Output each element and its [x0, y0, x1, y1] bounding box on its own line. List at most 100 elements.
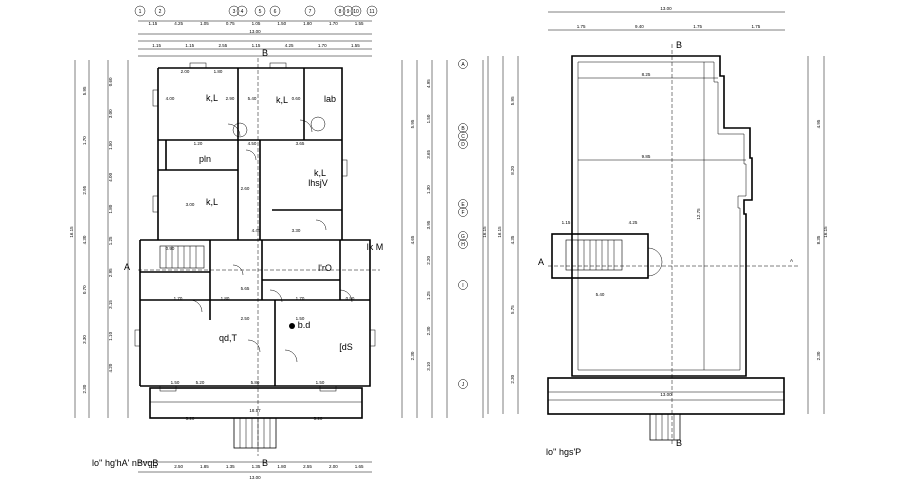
grid-label-top-6: 7	[309, 9, 312, 15]
room-dim-19: 1.50	[171, 380, 180, 385]
room-bedroom-1: k,L	[206, 93, 218, 103]
grid-bubble-right-3	[458, 139, 468, 149]
room-bedroom-4-sub: lhsjV	[308, 178, 328, 188]
room-dim-21: 1.80	[221, 296, 230, 301]
grid-label-top-4: 5	[259, 9, 262, 15]
dim-terrace-right-1: 8.35	[816, 235, 821, 244]
grid-bubble-top-8	[342, 5, 354, 17]
grid-label-top-8: 9	[347, 9, 350, 15]
grid-label-top-1: 2	[159, 9, 162, 15]
dim-left-outer-3: 4.30	[82, 235, 87, 244]
dim-top3-3: 1.15	[252, 43, 261, 48]
grid-bubble-right-8	[458, 280, 468, 290]
dim-top1-6: 1.80	[303, 21, 312, 26]
room-dim-3: 2.90	[226, 96, 235, 101]
room-lobby: l'rO	[318, 263, 332, 273]
dim-left-outer-4: 0.70	[82, 285, 87, 294]
room-drawing: [dS	[339, 342, 353, 352]
grid-label-right-2: C	[461, 134, 465, 140]
dim-left-inner-1: 3.00	[108, 109, 113, 118]
dim-right-inner: 4.951.503.651.303.952.201.252.303.10	[426, 79, 431, 371]
dim-bottom-2: 1.85	[200, 464, 209, 469]
grid-bubble-top-5	[269, 5, 281, 17]
dim-right-inner-2: 3.65	[426, 149, 431, 158]
room-dim-22: 1.70	[174, 296, 183, 301]
dim-right-outer: 5.954.652.30	[410, 119, 415, 360]
room-dim-10: 3.00	[186, 202, 195, 207]
room-dim-4: 5.40	[248, 96, 257, 101]
grid-bubble-right-4	[458, 199, 468, 209]
dim-right-inner-3: 1.30	[426, 185, 431, 194]
grid-bubble-right-5	[458, 207, 468, 217]
dim-terrace-right-2: 2.30	[816, 351, 821, 360]
dim-left-inner-6: 2.95	[108, 268, 113, 277]
dim-left-outer-1: 1.70	[82, 136, 87, 145]
grid-label-right-1: B	[461, 126, 465, 132]
section-a-terrace: A	[538, 257, 544, 267]
room-dim-7: 4.50	[248, 141, 257, 146]
ground-floor-walls	[138, 58, 380, 456]
right-plan-title: lo'' hgs'P	[546, 447, 581, 457]
dim-top3-0: 1.15	[152, 43, 161, 48]
dim-bottom-total: 13.00	[249, 475, 261, 480]
room-bedroom-2: k,L	[276, 95, 288, 105]
dim-right-inner-0: 4.95	[426, 79, 431, 88]
terrace-dim-5: 5.40	[596, 292, 605, 297]
dim-terrace-left-4: 2.30	[510, 374, 515, 383]
grid-bubble-top-2	[228, 5, 240, 17]
room-dim-18: 5.20	[196, 380, 205, 385]
dim-terrace-top-2: 1.75	[693, 24, 702, 29]
left-side-dimensions: 16.15 5.951.702.954.300.703.302.30 0.603…	[69, 60, 129, 418]
room-dim-20: 1.50	[316, 380, 325, 385]
terrace-dim-1: 9.85	[642, 154, 651, 159]
dim-terrace-right: 4.958.352.30	[816, 119, 821, 360]
grid-bubble-top-10	[366, 5, 378, 17]
section-a-terrace-right: A	[790, 258, 793, 263]
grid-bubble-right-9	[458, 379, 468, 389]
grid-label-right-7: H	[461, 242, 465, 248]
grid-bubble-top-3	[236, 5, 248, 17]
dim-top3-4: 4.25	[285, 43, 294, 48]
dim-top1-1: 4.25	[174, 21, 183, 26]
dim-right-total: 16.15	[482, 226, 487, 238]
dim-top1-8: 1.55	[355, 21, 364, 26]
room-dim-17: 5.80	[251, 380, 260, 385]
grid-bubble-top-9	[350, 5, 362, 17]
dim-left-total: 16.15	[69, 226, 74, 238]
dim-left-inner-7: 3.15	[108, 300, 113, 309]
dim-top1-4: 1.05	[252, 21, 261, 26]
dim-top1-7: 1.70	[329, 21, 338, 26]
dim-terrace-top-1: 9.40	[635, 24, 644, 29]
dim-top3-5: 1.70	[318, 43, 327, 48]
dim-terrace-left-0: 5.95	[510, 96, 515, 105]
dim-right-outer-2: 2.30	[410, 351, 415, 360]
grid-label-top-0: 1	[139, 9, 142, 15]
room-bedroom-3: k,L	[206, 197, 218, 207]
grid-bubble-right-1	[458, 123, 468, 133]
room-dim-6: 1.20	[194, 141, 203, 146]
grid-bubble-top-6	[304, 5, 316, 17]
section-b-terrace-bottom: B	[676, 438, 682, 448]
dim-right-inner-8: 3.10	[426, 361, 431, 370]
dim-bottom-1: 2.50	[174, 464, 183, 469]
terrace-walls	[547, 44, 798, 446]
grid-label-right-0: A	[461, 62, 465, 68]
door-swings	[189, 116, 353, 363]
room-dim-23: 0.90	[346, 296, 355, 301]
grid-label-top-5: 6	[274, 9, 277, 15]
room-dim-1: 1.80	[214, 69, 223, 74]
dim-bottom-5: 1.80	[277, 464, 286, 469]
dim-top1-0: 1.15	[149, 21, 158, 26]
grid-label-top-3: 4	[241, 9, 244, 15]
dim-terrace-left: 5.958.204.355.752.30	[510, 96, 515, 384]
dim-top1-3: 0.75	[226, 21, 235, 26]
room-dim-11: 3.30	[292, 228, 301, 233]
dim-front-part-2: 5.20	[314, 416, 323, 421]
